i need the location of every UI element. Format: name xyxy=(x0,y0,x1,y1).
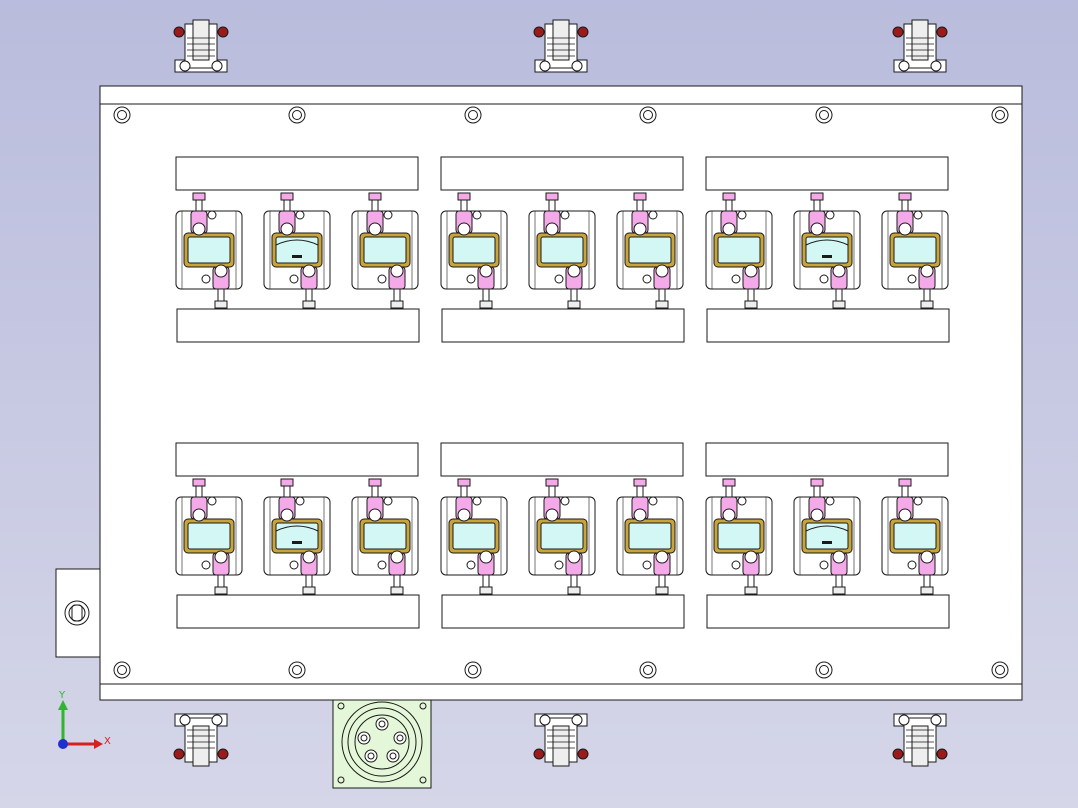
clamp-bar xyxy=(706,594,950,629)
side-bracket xyxy=(55,568,101,658)
fixture-station xyxy=(881,192,949,309)
corner-screw xyxy=(991,106,1009,124)
connector-pin xyxy=(375,717,389,731)
toggle-clamps xyxy=(173,19,948,767)
clamp-bar xyxy=(176,308,420,343)
toggle-clamp xyxy=(173,19,229,73)
connector-pin xyxy=(364,749,378,763)
electrical-connector xyxy=(332,699,432,789)
corner-screw xyxy=(815,106,833,124)
fixture-station xyxy=(175,478,243,595)
corner-screws xyxy=(113,106,1009,679)
clamp-bar xyxy=(706,308,950,343)
station-groups xyxy=(175,156,950,629)
fixture-station xyxy=(616,478,684,595)
corner-screw xyxy=(464,106,482,124)
clamp-bar xyxy=(175,442,419,477)
connector-pin xyxy=(393,731,407,745)
fixture-station xyxy=(793,478,861,595)
fixture-station xyxy=(351,192,419,309)
corner-screw xyxy=(639,661,657,679)
fixture-station xyxy=(705,192,773,309)
fixture-station xyxy=(616,192,684,309)
fixture-station xyxy=(175,192,243,309)
fixture-station xyxy=(705,478,773,595)
clamp-bar xyxy=(440,156,684,191)
clamp-bar xyxy=(705,442,949,477)
fixture-station xyxy=(528,192,596,309)
connector-pin xyxy=(357,731,371,745)
corner-screw xyxy=(113,106,131,124)
clamp-bar xyxy=(705,156,949,191)
fixture-station xyxy=(263,192,331,309)
clamp-bar xyxy=(176,594,420,629)
fixture-station xyxy=(351,478,419,595)
toggle-clamp xyxy=(892,713,948,767)
clamp-bar xyxy=(441,594,685,629)
clamp-bar xyxy=(441,308,685,343)
toggle-clamp xyxy=(173,713,229,767)
fixture-station xyxy=(528,478,596,595)
x-axis-label: X xyxy=(104,736,111,747)
y-axis-label: Y xyxy=(58,690,66,701)
corner-screw xyxy=(288,661,306,679)
corner-screw xyxy=(464,661,482,679)
connector-pin xyxy=(386,749,400,763)
clamp-bar xyxy=(440,442,684,477)
fixture-station xyxy=(440,478,508,595)
fixture-station xyxy=(440,192,508,309)
corner-screw xyxy=(991,661,1009,679)
toggle-clamp xyxy=(892,19,948,73)
fixture-station xyxy=(881,478,949,595)
toggle-clamp xyxy=(533,713,589,767)
toggle-clamp xyxy=(533,19,589,73)
coordinate-triad: Y X xyxy=(58,690,111,749)
corner-screw xyxy=(815,661,833,679)
corner-screw xyxy=(639,106,657,124)
clamp-bar xyxy=(175,156,419,191)
fixture-station xyxy=(263,478,331,595)
fixture-station xyxy=(793,192,861,309)
corner-screw xyxy=(113,661,131,679)
corner-screw xyxy=(288,106,306,124)
